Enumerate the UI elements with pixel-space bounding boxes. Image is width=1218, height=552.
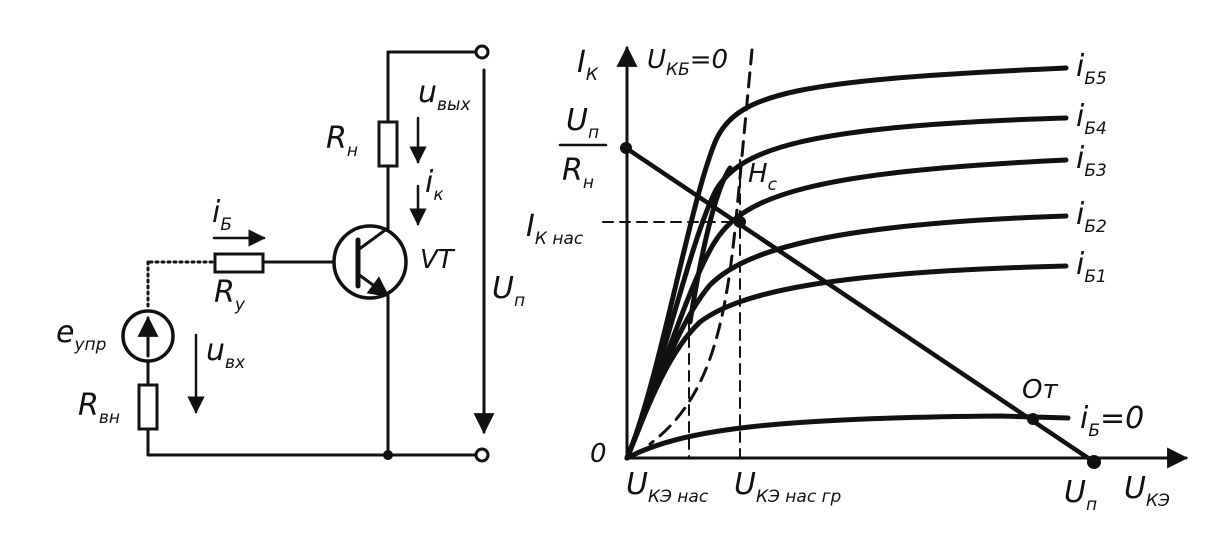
label-curve-ib3: iБ3 [1076, 141, 1107, 181]
characteristics: IК UКБ=0 Uп Rн IК нас 0 Нс От UКЭ нас UК… [526, 45, 1189, 515]
label-uin: uвх [206, 333, 246, 373]
label-un-axis: Uп [1064, 475, 1097, 515]
output-terminal-top [474, 44, 490, 60]
curve-ib1 [624, 263, 1069, 461]
label-ik-axis: IК [577, 45, 599, 85]
label-uknas: UКЭ нас [626, 467, 709, 507]
point-un [1087, 455, 1101, 469]
label-ib: iБ [212, 195, 232, 235]
load-line [623, 145, 1097, 465]
label-ot: От [1022, 375, 1058, 405]
label-frac-bottom: Rн [562, 153, 594, 193]
label-rn: Rн [326, 121, 358, 161]
load-line-start-point [620, 142, 632, 154]
label-curve-ib1: iБ1 [1076, 247, 1107, 287]
label-uknasgr: UКЭ нас гр [734, 467, 842, 507]
label-uke-axis: UКЭ [1124, 471, 1170, 511]
curve-ib5 [624, 65, 1069, 461]
point-hc [734, 216, 746, 228]
internal-resistor [137, 383, 159, 431]
label-curve-ib2: iБ2 [1076, 197, 1107, 237]
ground-node [383, 450, 393, 460]
label-origin: 0 [590, 439, 607, 469]
label-vt: VT [420, 245, 456, 275]
label-ukb-zero: UКБ=0 [647, 45, 728, 80]
base-resistor [213, 252, 265, 274]
label-ry: Rу [214, 275, 246, 315]
label-rvn: Rвн [78, 388, 120, 428]
label-hc: Нс [748, 159, 778, 195]
label-curve-ib0: iБ=0 [1080, 401, 1144, 441]
load-resistor [377, 120, 399, 168]
label-iknas: IК нас [526, 209, 584, 249]
circuit: iБ Rу Rн uвых iк VT Uп eупр uвх Rвн [56, 44, 525, 463]
label-curve-ib4: iБ4 [1076, 99, 1107, 139]
label-uout: uвых [418, 75, 471, 115]
saturation-curve [687, 165, 733, 325]
label-un: Uп [492, 271, 525, 311]
point-ot [1027, 413, 1039, 425]
output-terminal-bottom [474, 447, 490, 463]
curve-ib0 [624, 413, 1071, 461]
label-curve-ib5: iБ5 [1076, 49, 1107, 89]
label-frac-top: Uп [566, 103, 599, 143]
ukb-zero-boundary [648, 48, 754, 446]
label-e: eупр [56, 315, 107, 355]
curve-ib4 [624, 115, 1069, 461]
transistor-vt [332, 224, 408, 300]
label-ik: iк [425, 165, 444, 205]
